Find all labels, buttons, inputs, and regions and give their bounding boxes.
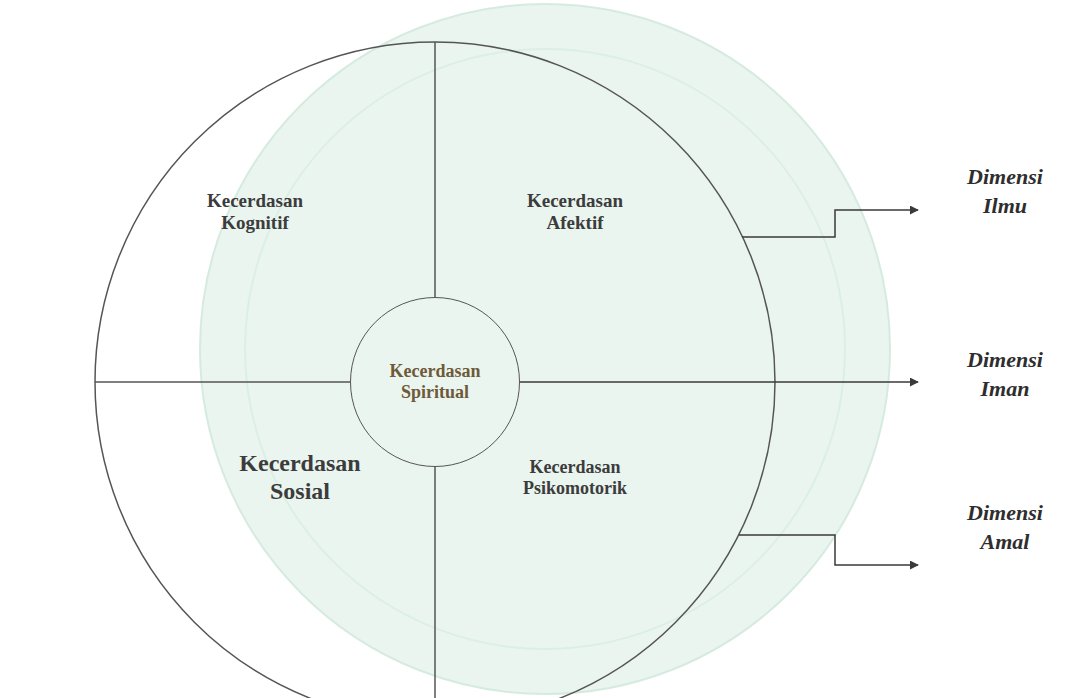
quadrant-region: Kecerdasan Afektif	[521, 184, 629, 240]
center-circle: Kecerdasan Spiritual	[350, 297, 520, 467]
node-text: Kecerdasan Psikomotorik	[523, 457, 627, 498]
node-text: Kecerdasan Spiritual	[390, 361, 481, 402]
node-text: Kecerdasan Sosial	[239, 450, 360, 505]
quadrant-divider	[95, 381, 350, 383]
quadrant-region: Kecerdasan Kognitif	[201, 184, 309, 240]
dimension-label: Dimensi Amal	[967, 499, 1043, 556]
dimension-label: Dimensi Iman	[967, 346, 1043, 403]
dimension-label: Dimensi Ilmu	[967, 163, 1043, 220]
dimension-arrow	[742, 210, 918, 237]
node-text: Kecerdasan Kognitif	[207, 190, 303, 234]
dimension-arrow	[739, 535, 918, 565]
quadrant-region: Kecerdasan Sosial	[233, 444, 366, 511]
node-text: Kecerdasan Afektif	[527, 190, 623, 234]
quadrant-divider	[434, 42, 436, 297]
dimension-arrow	[520, 381, 918, 383]
outer-circle	[95, 42, 775, 698]
watermark-disc	[200, 4, 890, 694]
watermark-ring	[245, 49, 845, 649]
quadrant-divider	[434, 467, 436, 698]
quadrant-region: Kecerdasan Psikomotorik	[517, 451, 633, 504]
